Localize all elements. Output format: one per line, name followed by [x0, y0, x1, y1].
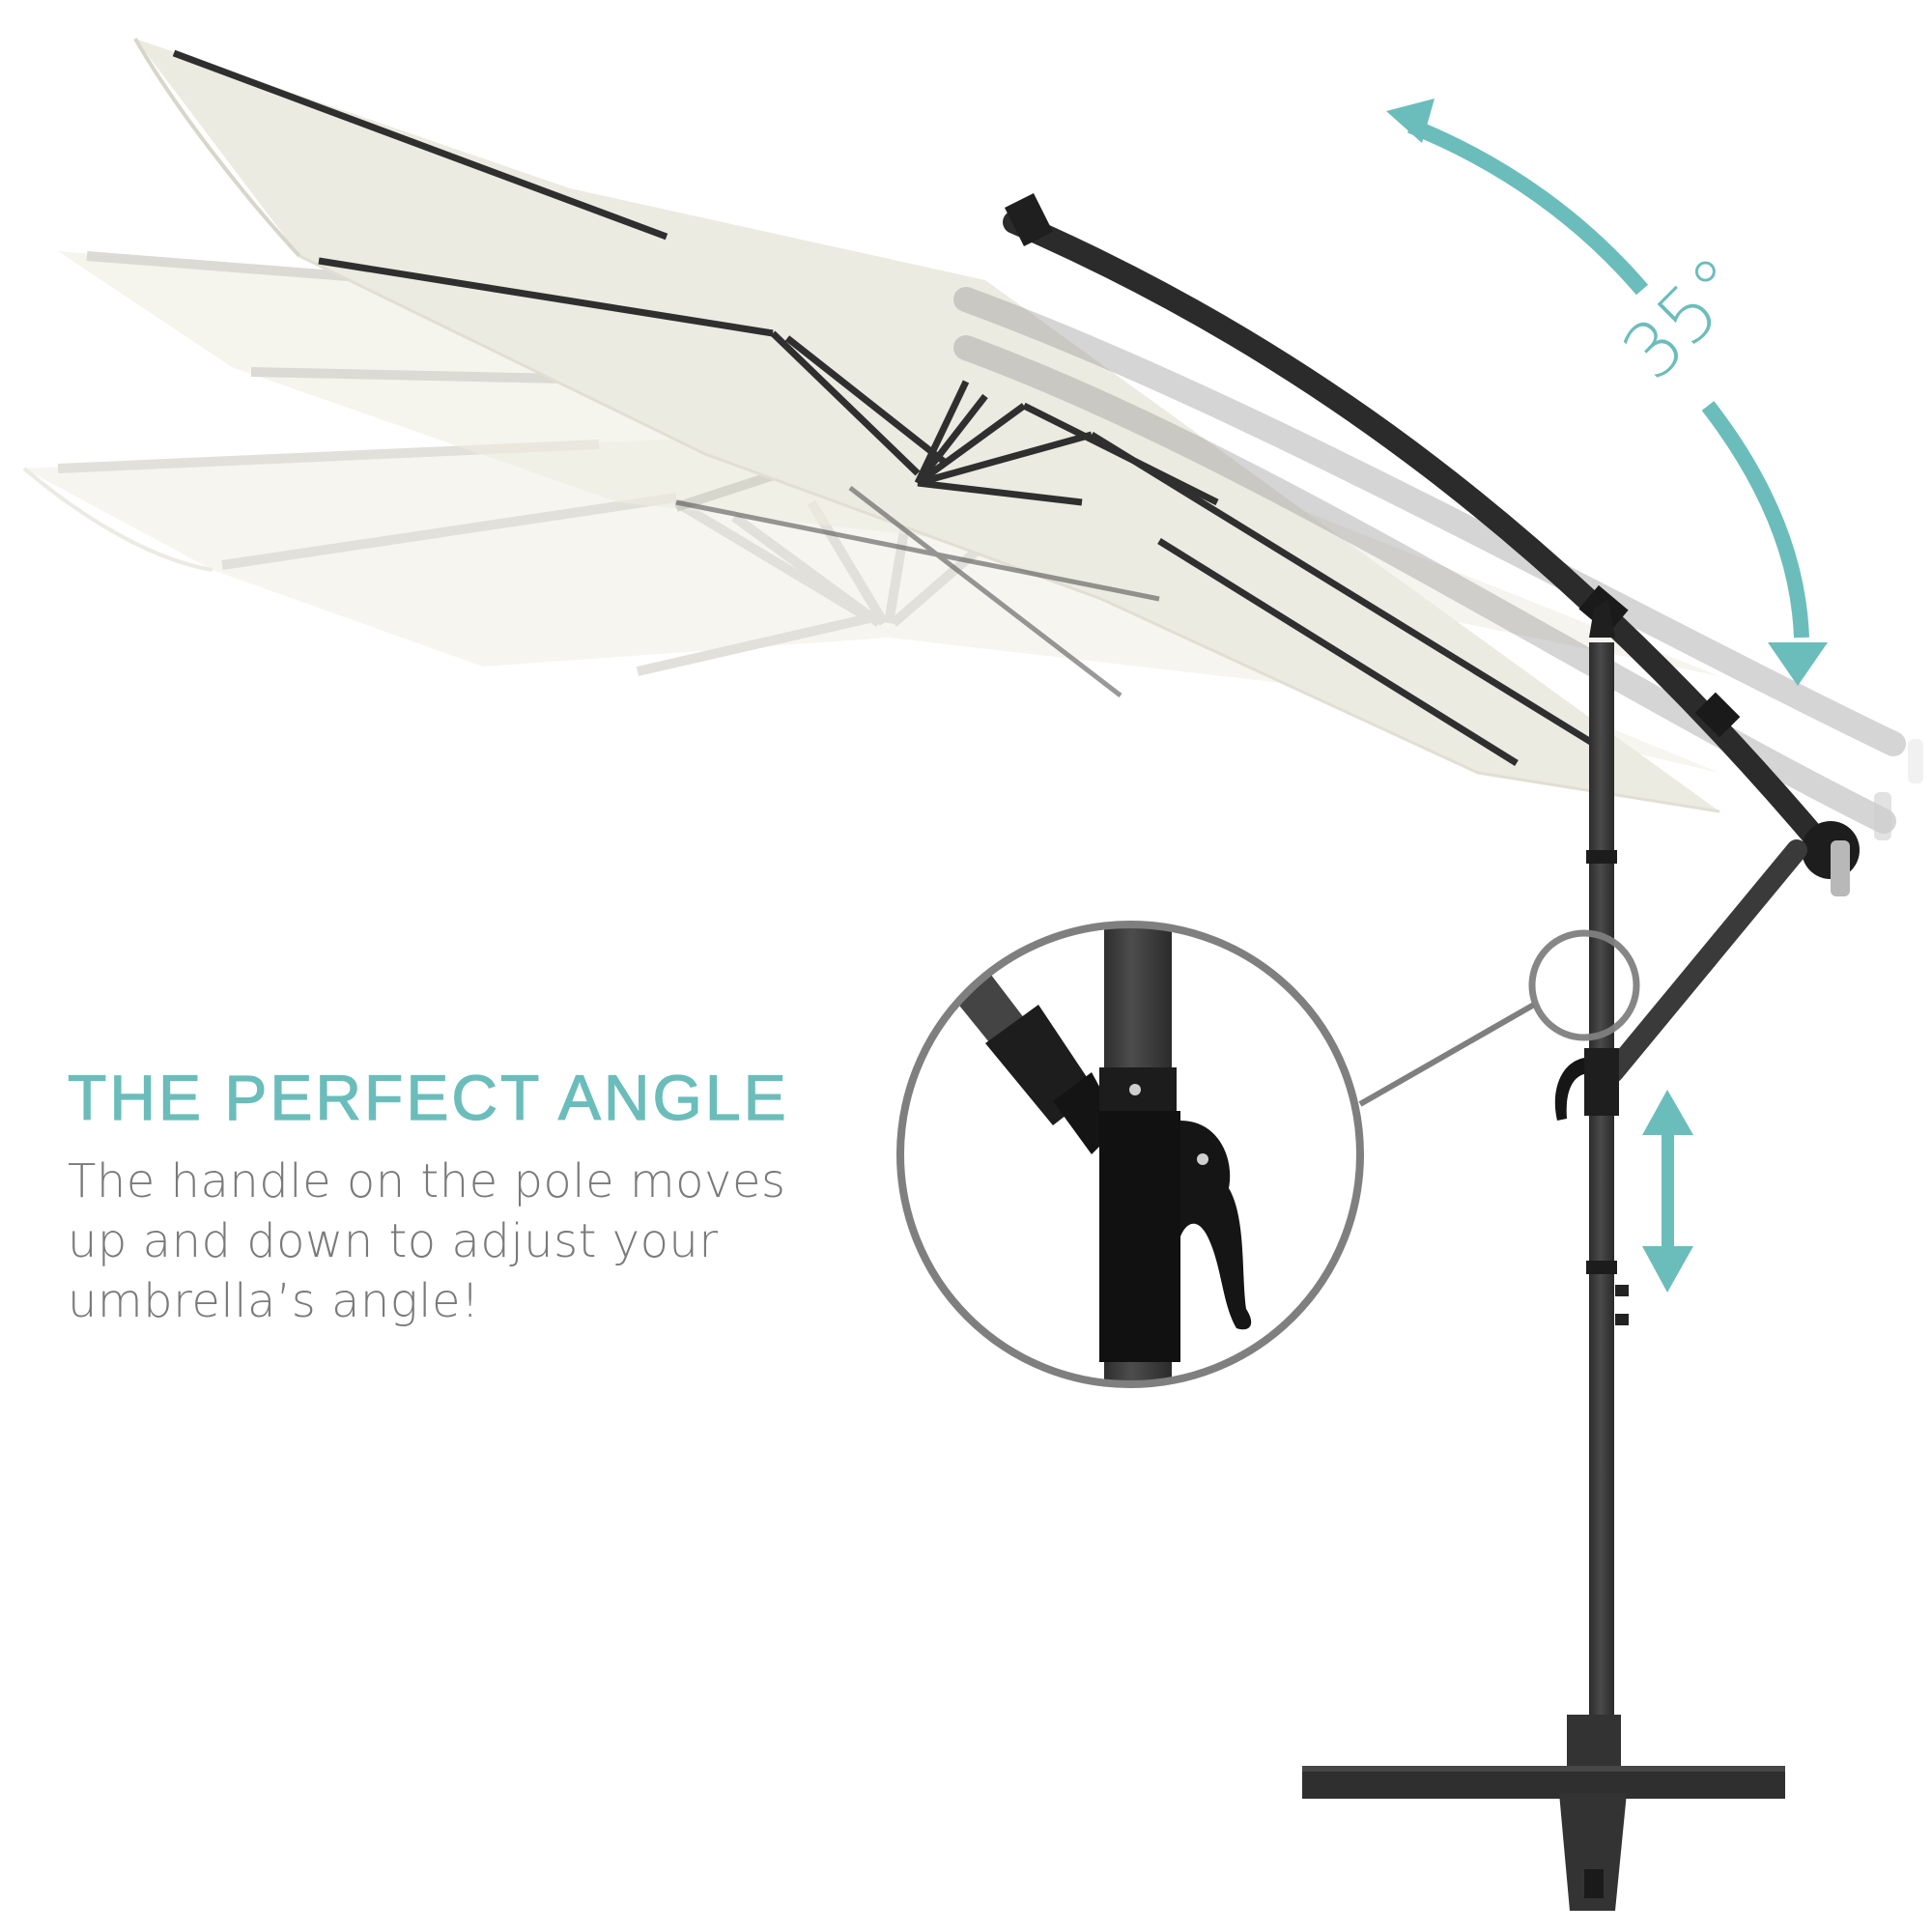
canopy-main	[133, 38, 1720, 813]
cross-base	[1302, 1715, 1785, 1911]
callout-ring	[896, 921, 1364, 1388]
description-line: umbrella’s angle!	[68, 1274, 480, 1328]
vertical-double-arrow-icon	[1642, 1090, 1693, 1293]
callout-connector	[1358, 1002, 1536, 1107]
description-line: The handle on the pole moves	[68, 1154, 786, 1208]
umbrella-pole	[1554, 599, 1807, 1840]
description-line: up and down to adjust your	[68, 1214, 719, 1268]
callout-small-circle	[1528, 929, 1640, 1041]
headline: THE PERFECT ANGLE	[67, 1061, 789, 1133]
curved-double-arrow-icon	[1386, 99, 1828, 686]
callout-detail	[900, 924, 1360, 1384]
description: The handle on the pole moves up and down…	[68, 1151, 860, 1331]
